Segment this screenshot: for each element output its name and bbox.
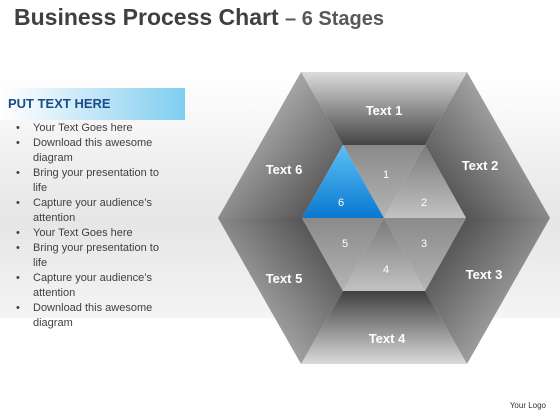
bullet-item: Bring your presentation to life bbox=[14, 166, 172, 196]
inner-label-5: 5 bbox=[342, 238, 348, 250]
inner-label-3: 3 bbox=[421, 238, 427, 250]
bullet-item: Download this awesome diagram bbox=[14, 301, 172, 331]
inner-label-4: 4 bbox=[383, 264, 389, 276]
title-subtitle: – 6 Stages bbox=[285, 8, 384, 30]
outer-segment-3 bbox=[425, 218, 550, 364]
bullet-list: Your Text Goes here Download this awesom… bbox=[14, 121, 172, 331]
bullet-item: Your Text Goes here bbox=[14, 226, 172, 241]
inner-triangle-2 bbox=[384, 145, 466, 218]
inner-triangle-6 bbox=[302, 145, 384, 218]
left-panel-heading: PUT TEXT HERE bbox=[8, 96, 111, 111]
inner-triangle-4 bbox=[343, 218, 425, 291]
outer-segment-4 bbox=[301, 291, 467, 364]
outer-label-5: Text 5 bbox=[266, 271, 303, 286]
outer-label-2: Text 2 bbox=[462, 158, 499, 173]
outer-label-1: Text 1 bbox=[366, 103, 403, 118]
bullet-item: Bring your presentation to life bbox=[14, 241, 172, 271]
outer-segment-2 bbox=[425, 72, 550, 218]
outer-label-3: Text 3 bbox=[466, 267, 503, 282]
page-title: Business Process Chart – 6 Stages bbox=[14, 4, 384, 31]
inner-triangle-1 bbox=[343, 145, 425, 218]
inner-label-1: 1 bbox=[383, 169, 389, 181]
outer-label-6: Text 6 bbox=[266, 162, 303, 177]
bullet-item: Capture your audience’s attention bbox=[14, 271, 172, 301]
outer-label-4: Text 4 bbox=[369, 331, 406, 346]
title-main: Business Process Chart bbox=[14, 4, 279, 30]
bullet-item: Download this awesome diagram bbox=[14, 136, 172, 166]
bullet-item: Capture your audience’s attention bbox=[14, 196, 172, 226]
inner-triangle-3 bbox=[384, 218, 466, 291]
outer-segment-6 bbox=[218, 72, 343, 218]
inner-label-6: 6 bbox=[338, 197, 344, 209]
inner-label-2: 2 bbox=[421, 197, 427, 209]
left-panel-header: PUT TEXT HERE bbox=[0, 88, 185, 120]
footer-logo: Your Logo bbox=[509, 401, 546, 410]
outer-segment-5 bbox=[218, 218, 343, 364]
outer-segment-1 bbox=[301, 72, 467, 145]
inner-triangle-5 bbox=[302, 218, 384, 291]
bullet-item: Your Text Goes here bbox=[14, 121, 172, 136]
